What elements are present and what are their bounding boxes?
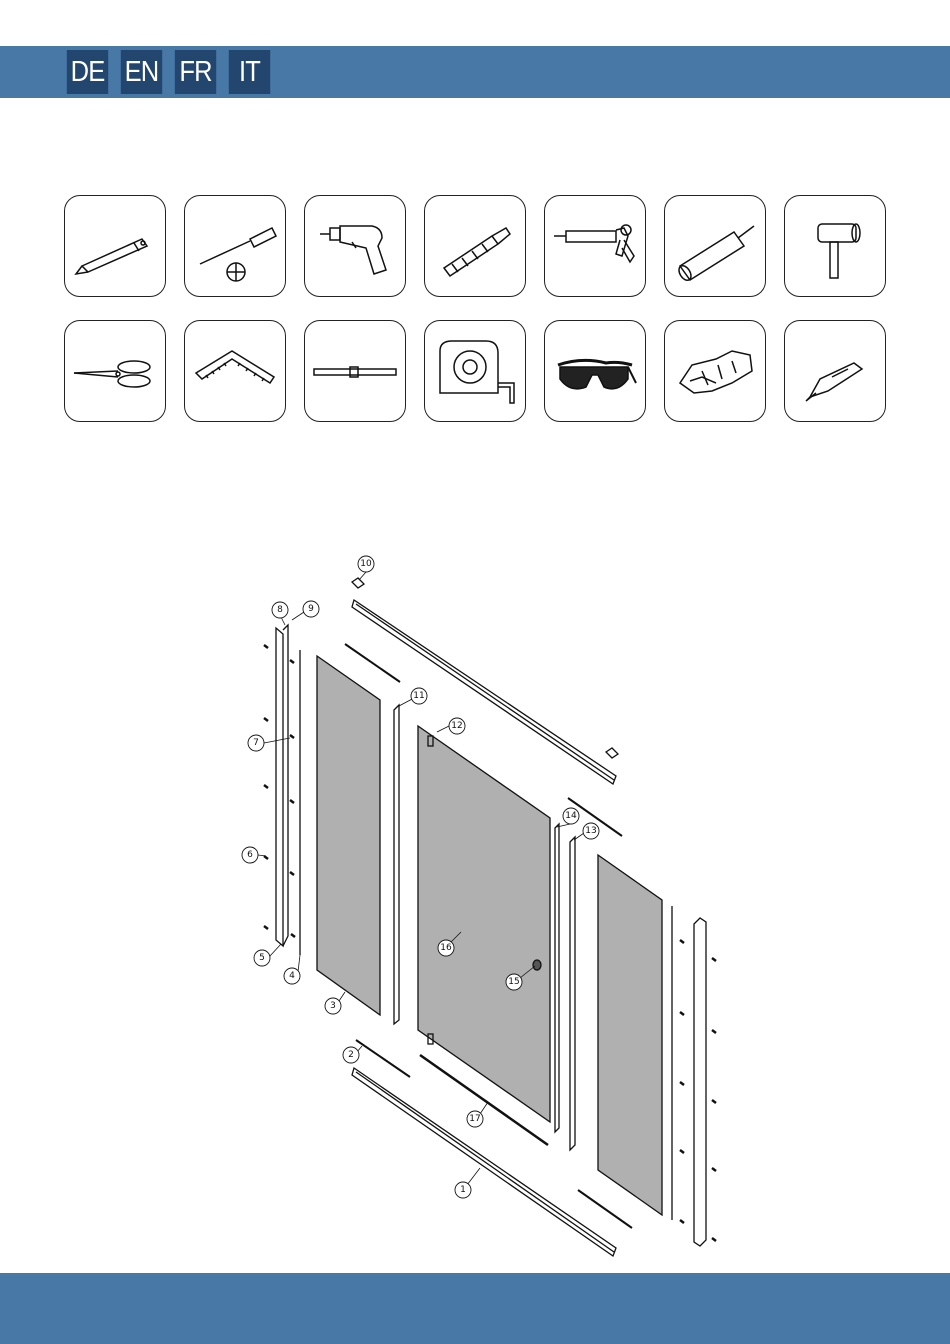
tape-measure-icon — [424, 320, 526, 422]
lang-fr-button[interactable]: FR — [175, 50, 216, 94]
callout-14: 14 — [565, 811, 577, 821]
callout-1: 1 — [460, 1185, 466, 1195]
tools-row-2 — [64, 320, 886, 422]
pencil-icon — [64, 195, 166, 297]
language-selector: DE EN FR IT — [64, 50, 273, 94]
callout-6: 6 — [247, 850, 253, 860]
end-cap-top — [352, 578, 364, 588]
left-fixed-glass — [317, 656, 380, 1015]
exploded-assembly-diagram: 10 8 9 7 6 5 4 3 2 11 12 16 15 14 13 17 … — [0, 540, 950, 1280]
callout-15: 15 — [508, 977, 519, 987]
top-rail — [352, 600, 616, 784]
spirit-level-icon — [304, 320, 406, 422]
callout-12: 12 — [451, 721, 462, 731]
lang-it-button[interactable]: IT — [229, 50, 270, 94]
door-glass — [418, 726, 550, 1122]
footer-bar — [0, 1273, 950, 1344]
callout-3: 3 — [330, 1001, 336, 1011]
scissors-icon — [64, 320, 166, 422]
right-fixed-glass — [598, 855, 662, 1215]
magnetic-profile-13 — [570, 837, 575, 1150]
silicone-tube-icon — [664, 195, 766, 297]
drill-bit-icon — [424, 195, 526, 297]
work-gloves-icon — [664, 320, 766, 422]
phillips-screwdriver-icon — [184, 195, 286, 297]
right-wall-profile — [694, 918, 706, 1246]
callout-16: 16 — [440, 943, 452, 953]
carpenter-square-icon — [184, 320, 286, 422]
callout-5: 5 — [259, 953, 265, 963]
callout-8: 8 — [277, 605, 283, 615]
required-tools-grid — [64, 195, 886, 445]
callout-7: 7 — [253, 738, 259, 748]
left-wall-profile — [276, 625, 288, 946]
tools-row-1 — [64, 195, 886, 297]
rubber-mallet-icon — [784, 195, 886, 297]
power-drill-icon — [304, 195, 406, 297]
safety-glasses-icon — [544, 320, 646, 422]
callout-2: 2 — [348, 1050, 354, 1060]
utility-knife-icon — [784, 320, 886, 422]
callout-4: 4 — [289, 971, 295, 981]
callout-17: 17 — [469, 1114, 480, 1124]
caulking-gun-icon — [544, 195, 646, 297]
bottom-rail — [352, 1068, 616, 1256]
door-side-profile — [394, 705, 399, 1024]
lang-de-button[interactable]: DE — [67, 50, 108, 94]
magnetic-profile-14 — [555, 824, 559, 1132]
lang-en-button[interactable]: EN — [121, 50, 162, 94]
callout-13: 13 — [585, 826, 596, 836]
callout-10: 10 — [360, 559, 372, 569]
callout-11: 11 — [413, 691, 424, 701]
callout-9: 9 — [308, 604, 314, 614]
end-cap-right — [606, 748, 618, 758]
